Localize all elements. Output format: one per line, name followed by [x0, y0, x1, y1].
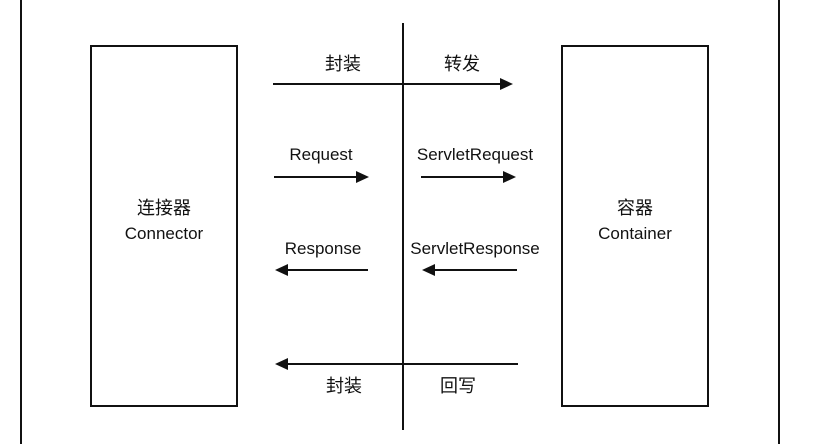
- frame-right-line: [778, 0, 780, 444]
- bottom-arrowhead-left-icon: [275, 358, 288, 370]
- label-encapsulate-bottom: 封装: [326, 376, 362, 396]
- bottom-arrow-line: [287, 363, 518, 365]
- servlet-request-arrow-line: [421, 176, 503, 178]
- connector-box: 连接器 Connector: [90, 45, 238, 407]
- label-encapsulate-top: 封装: [325, 54, 361, 74]
- label-response: Response: [284, 239, 362, 258]
- top-arrow-line: [273, 83, 501, 85]
- response-arrow-line: [287, 269, 368, 271]
- top-arrowhead-right-icon: [500, 78, 513, 90]
- label-servlet-response: ServletResponse: [410, 239, 540, 258]
- container-box-label: 容器 Container: [563, 195, 707, 247]
- frame-left-line: [20, 0, 22, 444]
- container-label-en: Container: [598, 224, 672, 243]
- servlet-response-arrow-line: [434, 269, 517, 271]
- servlet-response-arrowhead-left-icon: [422, 264, 435, 276]
- label-request: Request: [289, 145, 353, 164]
- center-divider-line: [402, 23, 404, 430]
- response-arrowhead-left-icon: [275, 264, 288, 276]
- connector-box-label: 连接器 Connector: [92, 195, 236, 247]
- request-arrow-line: [274, 176, 356, 178]
- container-box: 容器 Container: [561, 45, 709, 407]
- label-writeback: 回写: [440, 376, 476, 396]
- servlet-request-arrowhead-right-icon: [503, 171, 516, 183]
- connector-label-zh: 连接器: [137, 198, 191, 218]
- connector-label-en: Connector: [124, 224, 204, 243]
- label-servlet-request: ServletRequest: [416, 145, 534, 164]
- container-label-zh: 容器: [617, 198, 653, 218]
- request-arrowhead-right-icon: [356, 171, 369, 183]
- label-forward: 转发: [444, 54, 480, 74]
